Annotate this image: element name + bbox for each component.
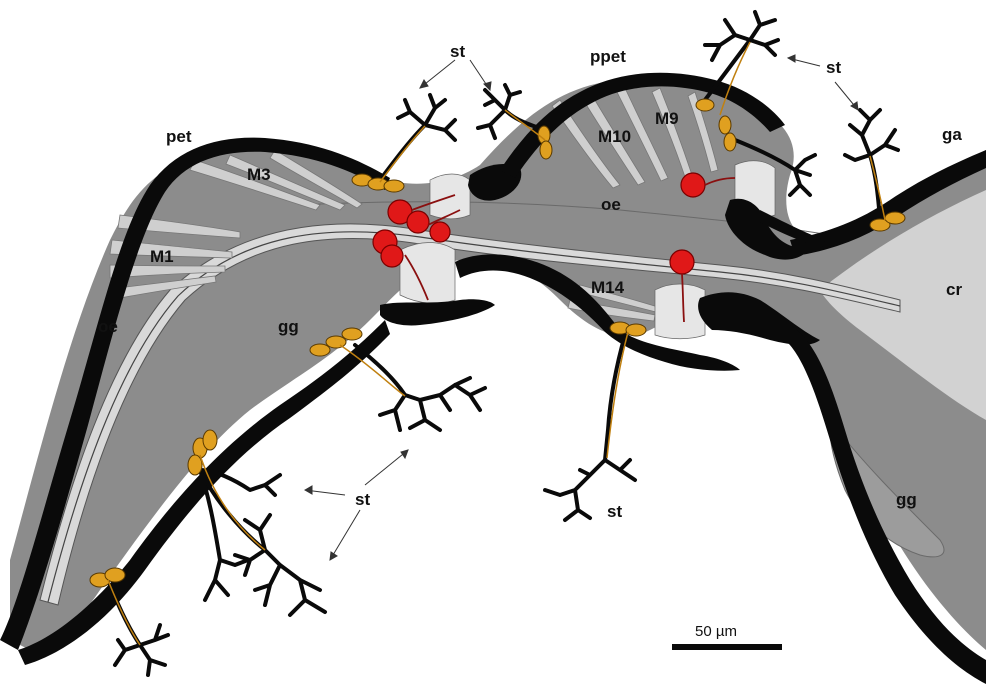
label-st-bottom-left: st: [355, 490, 370, 509]
label-pet: pet: [166, 127, 192, 146]
label-ga: ga: [942, 125, 962, 144]
label-oe-left: oe: [98, 317, 118, 336]
label-m1: M1: [150, 247, 174, 266]
label-gg-left: gg: [278, 317, 299, 336]
label-st-top-right: st: [826, 58, 841, 77]
label-st-bottom-center: st: [607, 502, 622, 521]
scale-bar-label: 50 µm: [695, 623, 737, 640]
label-oe-top: oe: [601, 195, 621, 214]
label-gg-right: gg: [896, 490, 917, 509]
label-ppet: ppet: [590, 47, 626, 66]
label-m10: M10: [598, 127, 631, 146]
scale-bar: 50 µm: [672, 623, 782, 650]
scale-bar-line: [672, 644, 782, 650]
label-m14: M14: [591, 278, 625, 297]
label-m3: M3: [247, 165, 271, 184]
label-st-top-left: st: [450, 42, 465, 61]
label-cr: cr: [946, 280, 962, 299]
label-m9: M9: [655, 109, 679, 128]
